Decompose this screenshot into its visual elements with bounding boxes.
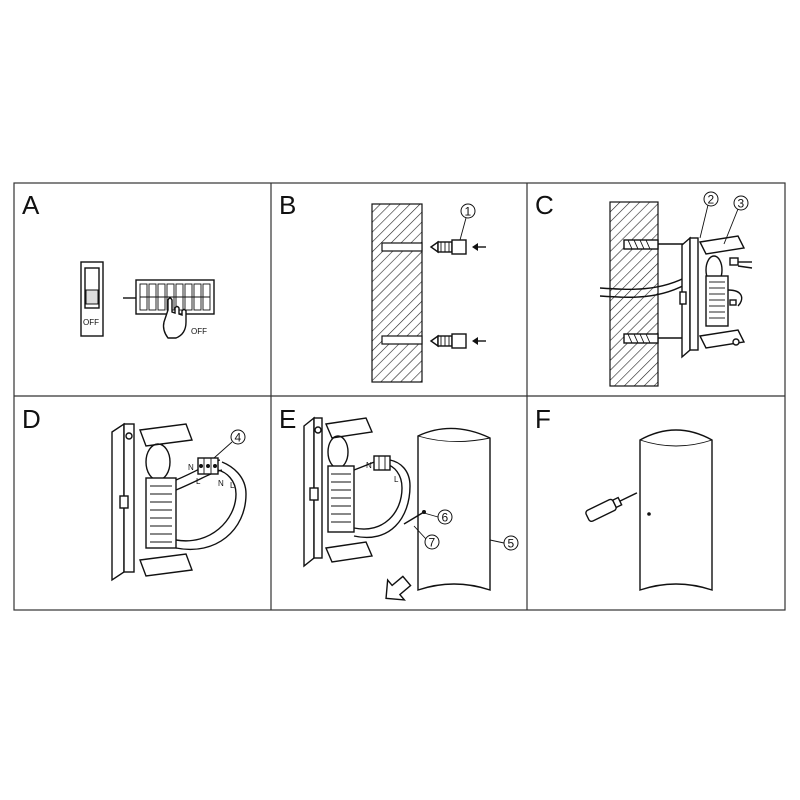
driver-unit	[698, 235, 753, 349]
driver-unit	[139, 423, 193, 577]
terminal-block	[373, 455, 391, 471]
cable-icon	[599, 274, 691, 298]
wire-letter: L	[196, 477, 201, 486]
svg-text:1: 1	[465, 205, 472, 219]
panel-letter-d: D	[22, 404, 41, 434]
wall-switch-icon: OFF	[80, 261, 104, 337]
callout-7: 7	[413, 525, 440, 550]
callout-5: 5	[489, 535, 519, 551]
wire-letter: N	[218, 479, 224, 488]
wall-section	[371, 203, 423, 383]
arrow-icon	[385, 575, 412, 601]
callout-4: 4	[213, 429, 246, 459]
driver-unit	[324, 417, 374, 563]
mounting-plate	[111, 422, 135, 582]
svg-text:3: 3	[738, 197, 745, 211]
drill-hole-top	[381, 242, 423, 252]
svg-text:6: 6	[442, 511, 449, 525]
panel-letter-f: F	[535, 404, 551, 434]
screwdriver-icon	[585, 492, 638, 523]
wire-letter: N	[188, 463, 194, 472]
callout-1: 1	[459, 203, 476, 241]
wall-plug-top	[429, 239, 467, 255]
callout-2: 2	[699, 191, 719, 239]
lamp-cover	[639, 429, 713, 591]
svg-text:2: 2	[708, 193, 715, 207]
wire-letter: L	[230, 481, 235, 490]
panel-grid	[13, 182, 786, 611]
panel-letter-c: C	[535, 190, 554, 220]
panel-b-wall-anchors: 1	[371, 203, 486, 383]
breaker-off-label: OFF	[191, 327, 207, 336]
svg-text:4: 4	[235, 431, 242, 445]
callout-3: 3	[723, 195, 749, 245]
panel-letter-e: E	[279, 404, 296, 434]
panel-letter-b: B	[279, 190, 296, 220]
wire-letter: N	[366, 461, 372, 470]
wall-section	[609, 201, 659, 387]
svg-text:5: 5	[508, 537, 515, 551]
switch-off-label: OFF	[83, 318, 99, 327]
panel-e-attach-cover: N L 5 6 7	[303, 416, 519, 601]
panel-c-mount-plate: 2 3	[599, 191, 753, 387]
panel-f-tighten	[585, 429, 713, 591]
terminal-block	[197, 457, 219, 475]
anchor-screw-top	[623, 239, 690, 250]
hand-icon	[162, 297, 187, 339]
mounting-plate	[303, 416, 323, 568]
anchor-screw-bottom	[623, 333, 690, 344]
arrow-icon	[472, 243, 486, 345]
mounting-plate	[679, 236, 699, 359]
callout-6: 6	[423, 509, 453, 525]
drill-hole-bottom	[381, 335, 423, 345]
wire-letter: L	[394, 475, 399, 484]
panel-letter-a: A	[22, 190, 40, 220]
panel-a-power-off: OFF OFF	[80, 261, 215, 339]
svg-text:7: 7	[429, 536, 436, 550]
lamp-cover	[417, 427, 491, 591]
panel-d-wiring: N L N L 4	[111, 422, 247, 582]
wall-plug-bottom	[429, 333, 467, 349]
